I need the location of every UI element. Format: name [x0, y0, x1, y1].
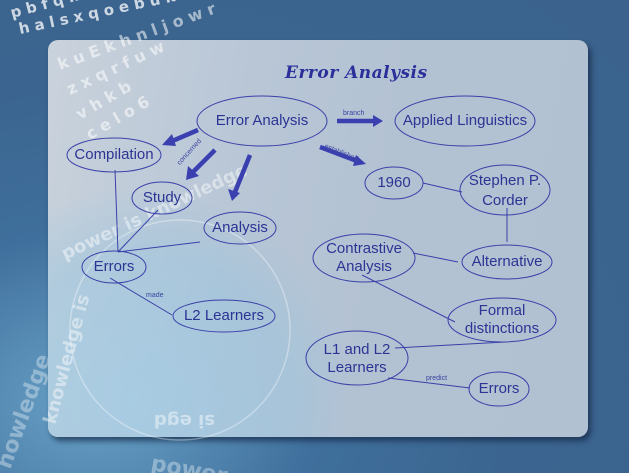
node-1960: 1960	[377, 174, 411, 191]
node-applied-linguistics: Applied Linguistics	[402, 112, 528, 129]
node-formal-distinctions-line1: Formal	[478, 302, 526, 319]
node-ellipses	[66, 95, 557, 407]
node-analysis: Analysis	[212, 219, 268, 236]
node-stephen-corder-line2: Corder	[482, 192, 528, 209]
node-error-analysis: Error Analysis	[215, 112, 309, 129]
arrows	[162, 115, 383, 201]
node-stephen-corder-line1: Stephen P.	[468, 172, 542, 189]
node-errors-right: Errors	[478, 380, 520, 397]
node-alternative: Alternative	[471, 253, 543, 270]
node-contrastive-analysis-line2: Analysis	[336, 258, 392, 275]
content-panel	[48, 40, 588, 437]
node-l2-learners: L2 Learners	[183, 307, 265, 324]
node-study: Study	[142, 189, 182, 206]
svg-text:si egd: si egd	[154, 410, 215, 431]
node-formal-distinctions-line2: distinctions	[464, 320, 540, 337]
panel-letters: k u E k h n l j o w r z x q r f u w v h …	[55, 0, 218, 143]
node-compilation: Compilation	[74, 146, 154, 163]
node-contrastive-analysis-line1: Contrastive	[326, 240, 402, 257]
svg-text:knowledge is: knowledge is	[40, 292, 95, 426]
slide-title: Error Analysis	[285, 63, 428, 83]
edge-label-branch: branch	[343, 110, 365, 117]
connector-lines	[109, 169, 508, 389]
edge-label-made: made	[146, 292, 164, 299]
node-errors-left: Errors	[93, 258, 135, 275]
node-l1-l2-learners-line1: L1 and L2	[323, 341, 391, 358]
svg-text:power is knowledge: power is knowledge	[58, 160, 250, 265]
node-l1-l2-learners-line2: Learners	[327, 359, 387, 376]
edge-label-predict: predict	[426, 375, 448, 382]
